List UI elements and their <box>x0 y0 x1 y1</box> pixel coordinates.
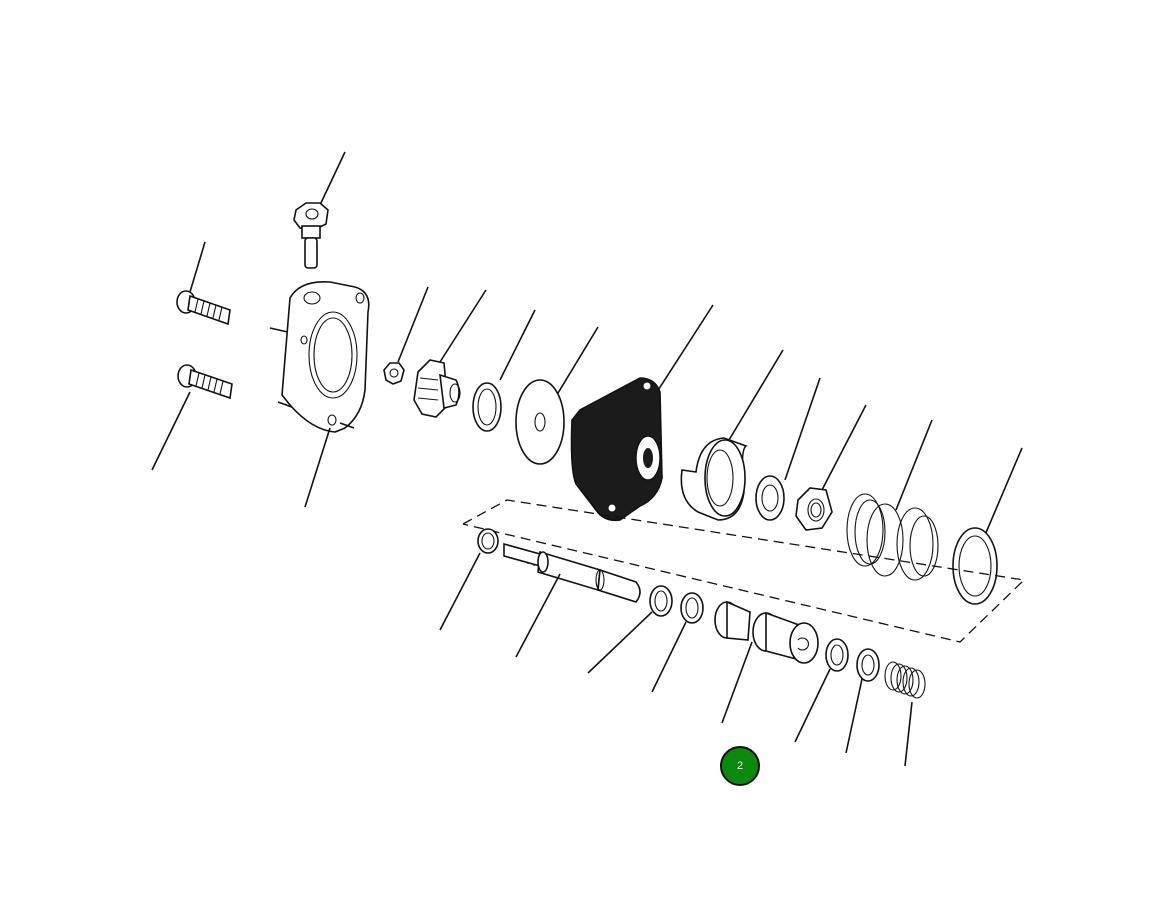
part-adjuster-fitting[interactable] <box>413 289 487 418</box>
part-top-fitting[interactable] <box>293 151 346 269</box>
part-left-bolt-upper[interactable] <box>176 241 231 326</box>
part-seal-ring-1[interactable] <box>472 309 536 432</box>
callout-hotspot[interactable]: 2 <box>720 746 760 786</box>
part-kit-ring-b[interactable] <box>651 592 704 693</box>
part-diaphragm-housing[interactable] <box>570 304 714 522</box>
part-kit-ring-a[interactable] <box>587 585 673 674</box>
part-washer[interactable] <box>515 326 599 465</box>
part-flange-housing[interactable] <box>269 281 370 508</box>
part-kit-valve-stem[interactable] <box>503 542 641 658</box>
part-large-ring[interactable] <box>952 447 1023 605</box>
part-kit-small-spring[interactable] <box>884 661 926 767</box>
part-seal-ring-2[interactable] <box>755 377 821 521</box>
part-kit-ring-d[interactable] <box>845 648 880 754</box>
part-small-nut[interactable] <box>383 286 429 385</box>
part-kit-small-ring[interactable] <box>439 528 499 631</box>
part-sleeve[interactable] <box>680 349 784 521</box>
part-kit-ring-c[interactable] <box>794 638 849 743</box>
part-hex-nut[interactable] <box>795 404 867 531</box>
part-spring[interactable] <box>846 419 939 581</box>
part-kit-spool[interactable] <box>714 600 819 724</box>
part-left-bolt-lower[interactable] <box>151 364 233 471</box>
callout-label: 2 <box>736 760 744 772</box>
kit-boundary <box>462 499 1026 643</box>
